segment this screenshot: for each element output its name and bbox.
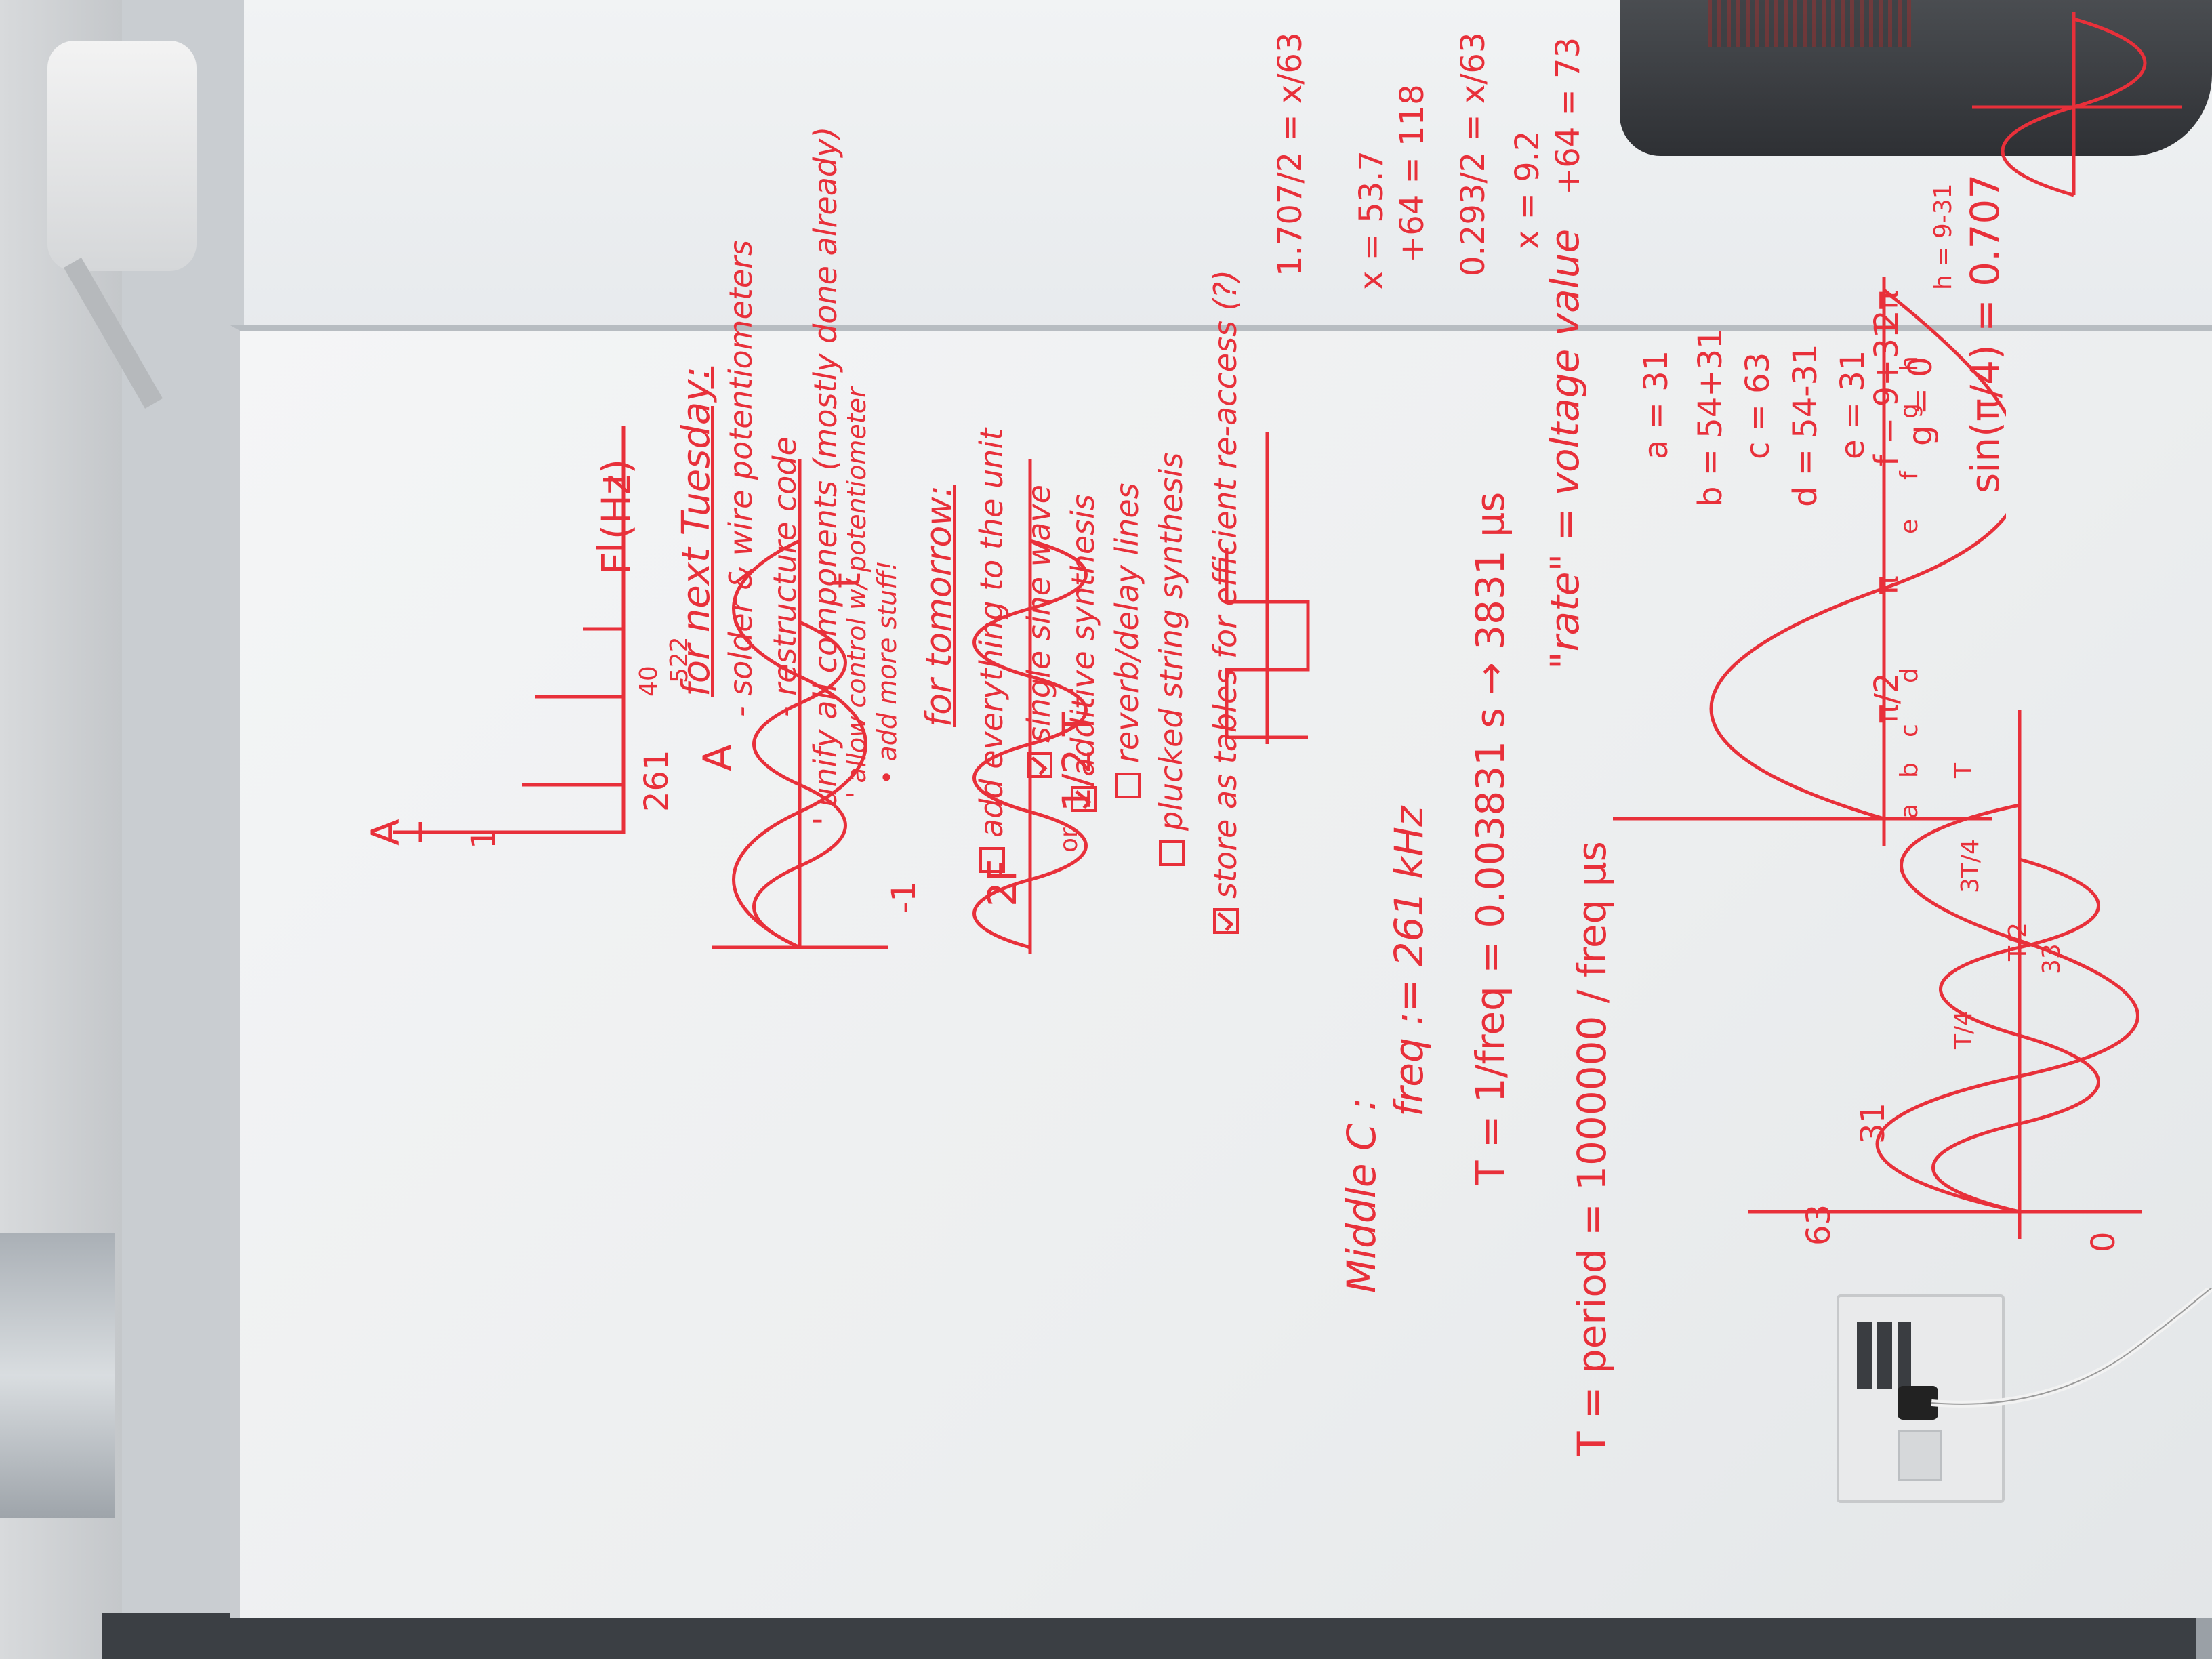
freq-formula: freq := 261 kHz [1386, 806, 1432, 1117]
calc-line: d = 54-31 [1786, 344, 1824, 507]
backpack-mesh [1708, 0, 1911, 47]
sine-point: d [1896, 668, 1923, 683]
sine-point: b [1896, 762, 1923, 778]
top-calc-line: x = 9.2 [1509, 130, 1547, 249]
sine-point-graph [1613, 276, 2006, 846]
spectrum-x-label: F (Hz) [593, 458, 639, 575]
sine-point: c [1896, 724, 1923, 737]
sine-label: π [1868, 575, 1906, 595]
calc-line: f = 9+31 [1868, 317, 1906, 466]
sampled-x-label: T/2 [2004, 922, 2032, 961]
calc-line: h = 9-31 [1929, 183, 1957, 290]
checkbox-icon [1115, 773, 1141, 798]
spectrum-peak-label: 40 [635, 665, 663, 697]
top-calc-line: 1.707/2 = x/63 [1271, 32, 1309, 276]
sampled-x-label: T/4 [1950, 1010, 1978, 1049]
middle-c-label: Middle C : [1338, 1097, 1385, 1294]
top-calc-line: +64 = 73 [1549, 37, 1587, 195]
bottom-floor [102, 1613, 2212, 1659]
tomorrow-item: plucked string synthesis [1153, 452, 1189, 866]
calc-line: e = 31 [1834, 350, 1872, 459]
sampled-marker: 33 [2038, 943, 2066, 975]
period-definition: T = period = 1000000 / freq μs [1569, 841, 1615, 1456]
top-sine-graph [1972, 12, 2182, 197]
spectrum-peak-label: 522 [665, 636, 693, 683]
voltage-note: "rate" = voltage value [1542, 228, 1588, 670]
spectrum-sketch [393, 426, 626, 842]
calc-line: c = 63 [1739, 352, 1777, 459]
square-wave-sketch [1225, 432, 1310, 744]
sampled-y-label: 31 [1854, 1102, 1892, 1144]
checkbox-icon [1159, 840, 1185, 866]
spectrum-y-tick: 1 [465, 828, 503, 849]
calc-line: b = 54+31 [1692, 328, 1729, 507]
top-calc-line: 0.293/2 = x/63 [1454, 32, 1492, 276]
sampled-waveform-graph [1748, 710, 2142, 1239]
top-calc-line: +64 = 118 [1393, 84, 1431, 263]
wave-amp-label: A [695, 744, 741, 771]
outlet-switches [1857, 1322, 1911, 1389]
checkbox-checked-icon [1213, 908, 1239, 934]
wave-time-label: t [823, 573, 869, 588]
sine-point: a [1896, 803, 1923, 819]
power-cord [1931, 1288, 2212, 1408]
double-freq-note: 2F [979, 859, 1025, 907]
sine-point: e [1896, 518, 1923, 534]
wave-neg-label: -1 [885, 881, 923, 914]
calc-line: a = 31 [1637, 350, 1675, 459]
sampled-y-label: 63 [1800, 1204, 1838, 1246]
top-calc-line: x = 53.7 [1353, 150, 1391, 290]
wave-sketch [712, 459, 888, 949]
pipe-fixture [47, 41, 197, 271]
sampled-y-label: 0 [2085, 1231, 2123, 1252]
period-formula: T = 1/freq = 0.003831 s → 3831 μs [1467, 491, 1513, 1185]
tomorrow-item-label: plucked string synthesis [1153, 452, 1189, 831]
or-note: or [1055, 827, 1083, 853]
spectrum-peak-label: 261 [638, 750, 676, 812]
double-frequency-sketch [972, 459, 1088, 954]
sine-point: f [1896, 471, 1923, 480]
window-strip [0, 1233, 115, 1518]
outlet-receptacle [1898, 1430, 1942, 1481]
half-period-note: 1/2 T [1054, 712, 1100, 812]
spectrum-y-label: A [363, 819, 409, 846]
calc-line: g = 0 [1902, 356, 1940, 446]
sin-value: sin(π/4) = 0.707 [1962, 173, 2008, 493]
